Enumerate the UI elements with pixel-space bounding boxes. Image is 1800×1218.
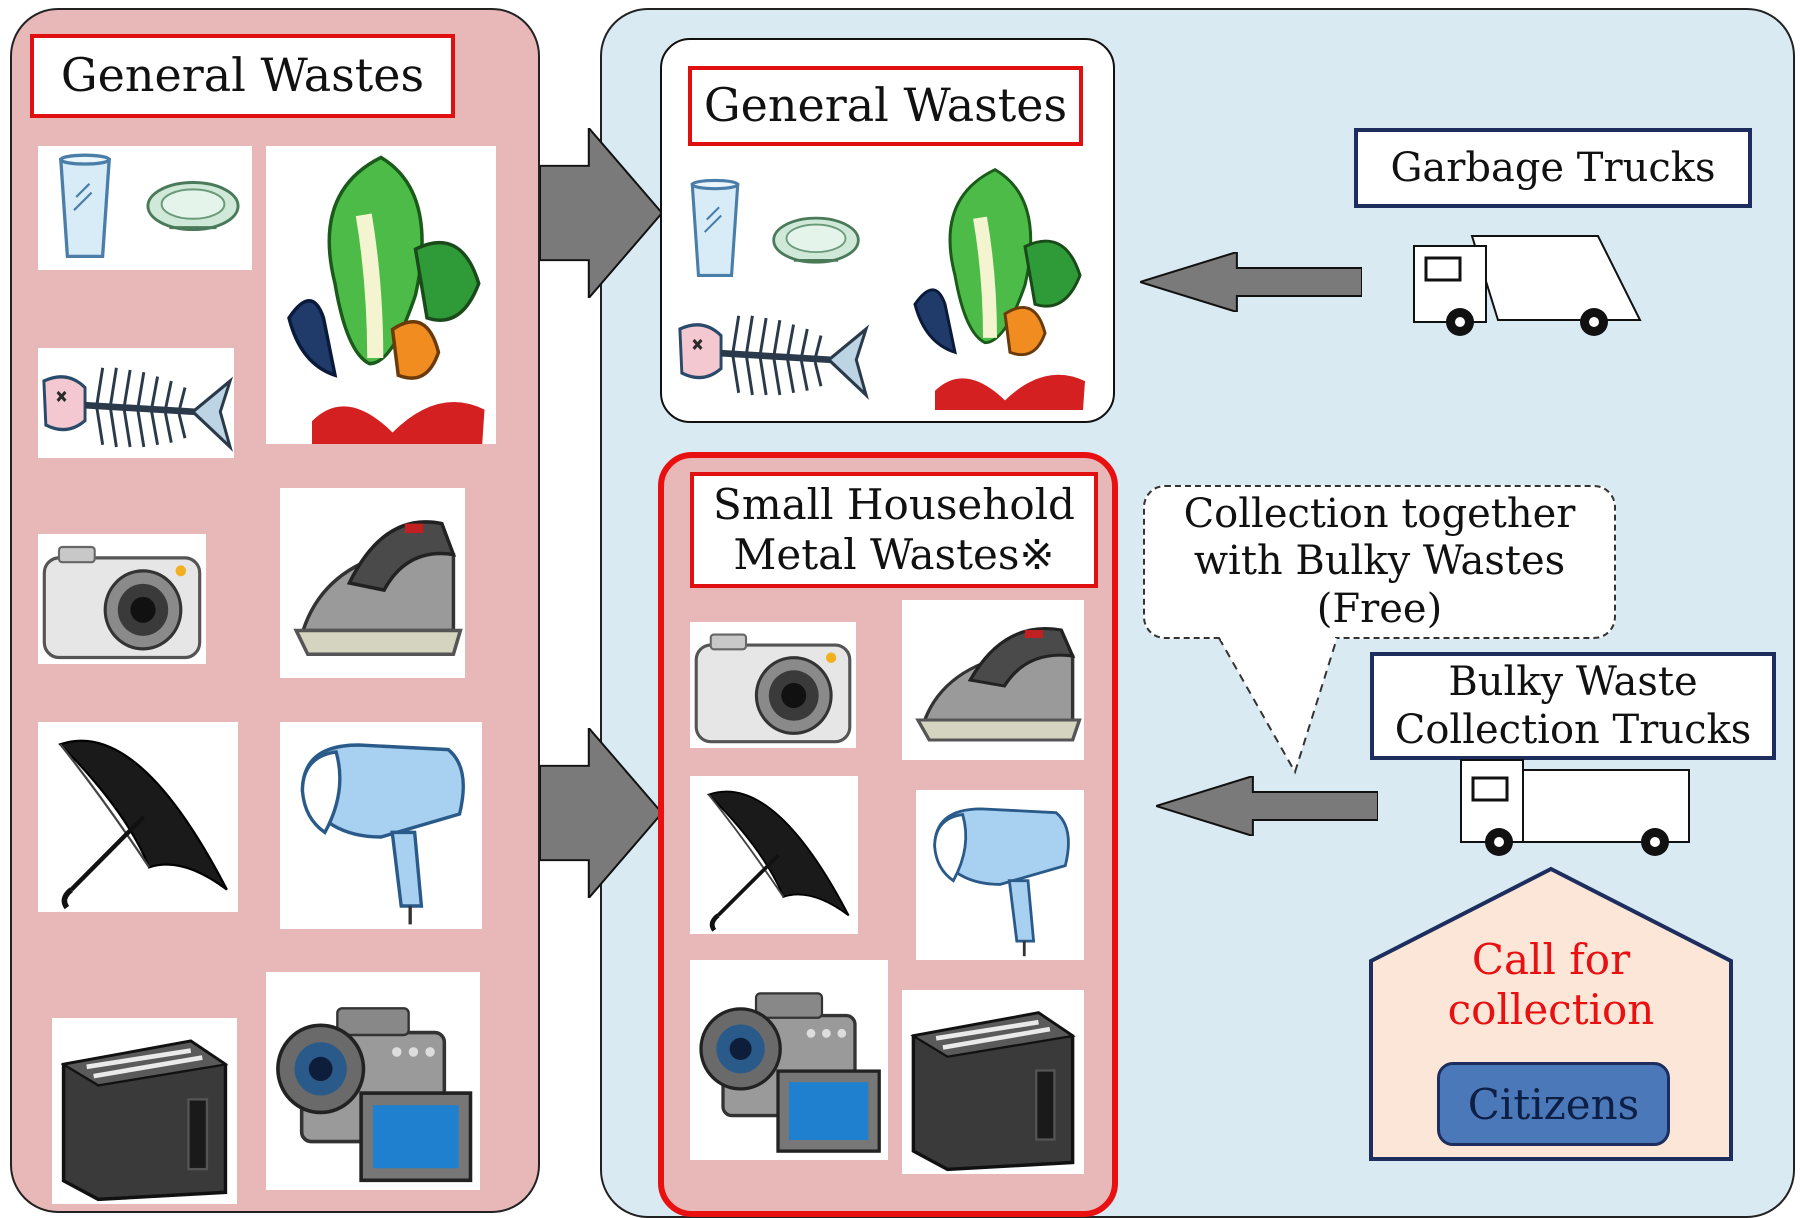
fish-bones-icon xyxy=(44,368,230,447)
metal-iron-tile xyxy=(902,600,1084,760)
toaster-tile xyxy=(52,1018,237,1204)
hair-dryer-icon xyxy=(300,743,466,927)
metal-toaster-tile xyxy=(902,990,1084,1174)
glass-and-plate-group xyxy=(678,172,878,288)
metal-wastes-title-line2: Metal Wastes※ xyxy=(733,530,1055,579)
toaster-icon xyxy=(913,1013,1072,1169)
camera-icon xyxy=(694,633,852,744)
bulky-trucks-line2: Collection Trucks xyxy=(1394,707,1752,753)
garbage-truck-icon xyxy=(1413,235,1642,336)
call-line1: Call for xyxy=(1471,935,1631,984)
umbrella-icon xyxy=(709,792,849,931)
bulky-trucks-label: Bulky Waste Collection Trucks xyxy=(1370,652,1776,760)
umbrella-icon xyxy=(60,741,227,908)
hair-dryer-tile xyxy=(280,722,482,929)
vegetable-scraps-icon xyxy=(915,170,1085,410)
toaster-icon xyxy=(64,1041,226,1199)
iron-icon xyxy=(916,626,1082,742)
citizens-box: Citizens xyxy=(1437,1062,1670,1146)
fish-bones-group xyxy=(674,296,870,406)
glass-icon xyxy=(690,178,740,278)
left-panel-title: General Wastes xyxy=(30,34,455,118)
metal-camera-tile xyxy=(690,622,856,748)
call-for-collection-text: Call for collection xyxy=(1420,935,1682,1036)
arrow-from-garbage-trucks xyxy=(1140,252,1362,312)
general-wastes-title: General Wastes xyxy=(688,66,1083,146)
garbage-trucks-label: Garbage Trucks xyxy=(1354,128,1752,208)
plate-icon xyxy=(146,180,240,232)
fish-bones-icon xyxy=(680,316,866,395)
glass-and-plate-tile xyxy=(38,146,252,270)
video-camera-tile xyxy=(266,972,480,1190)
arrow-to-general-wastes xyxy=(540,128,662,298)
camera-icon xyxy=(42,545,202,660)
plate-icon xyxy=(772,216,860,264)
vegetable-scraps-tile xyxy=(266,146,496,444)
iron-tile xyxy=(280,488,465,678)
free-collection-bubble: Collection together with Bulky Wastes (F… xyxy=(1143,485,1616,639)
vegetable-scraps-icon xyxy=(289,157,485,444)
metal-wastes-title: Small Household Metal Wastes※ xyxy=(690,472,1098,588)
call-line2: collection xyxy=(1447,985,1655,1035)
metal-hair-dryer-tile xyxy=(916,790,1084,960)
metal-wastes-title-line1: Small Household xyxy=(713,479,1075,529)
vegetable-scraps-group xyxy=(895,160,1095,410)
metal-video-camera-tile xyxy=(690,960,888,1160)
fish-bones-tile xyxy=(38,348,234,458)
umbrella-tile xyxy=(38,722,238,912)
bulky-waste-truck-icon xyxy=(1460,759,1690,856)
iron-icon xyxy=(294,520,463,657)
arrow-to-metal-wastes xyxy=(540,728,662,898)
bubble-tail xyxy=(1218,636,1338,775)
video-camera-icon xyxy=(699,991,881,1153)
bubble-line2: with Bulky Wastes xyxy=(1193,538,1566,585)
video-camera-icon xyxy=(276,1006,473,1183)
arrow-from-bulky-trucks xyxy=(1156,776,1378,836)
glass-icon xyxy=(59,153,111,259)
metal-umbrella-tile xyxy=(690,776,858,934)
hair-dryer-icon xyxy=(933,807,1070,958)
bulky-trucks-line1: Bulky Waste xyxy=(1448,659,1698,705)
bubble-line3: (Free) xyxy=(1316,585,1443,632)
bubble-line1: Collection together xyxy=(1183,491,1576,538)
camera-tile xyxy=(38,534,206,664)
